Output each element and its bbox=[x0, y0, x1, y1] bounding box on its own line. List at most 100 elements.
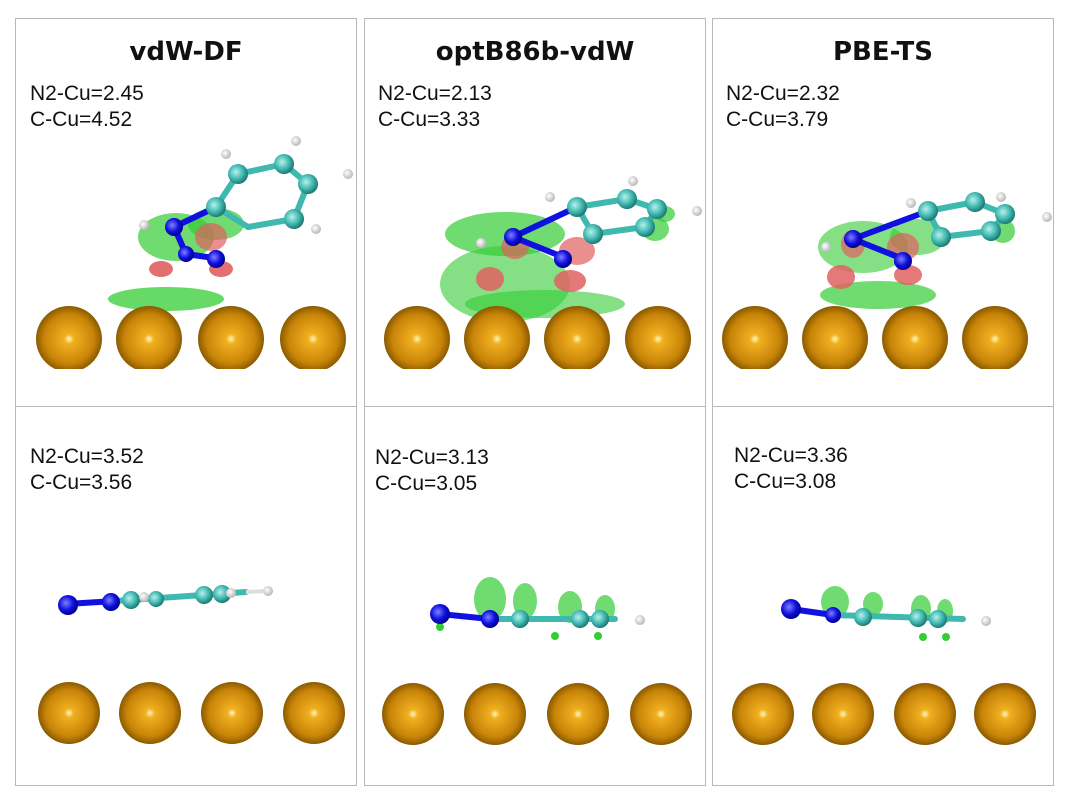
carbon-atom bbox=[583, 224, 603, 244]
carbon-atom bbox=[228, 164, 248, 184]
c-cu-distance: C-Cu=3.79 bbox=[726, 108, 829, 131]
top-distances: N2-Cu=2.13 C-Cu=3.33 bbox=[378, 81, 492, 133]
copper-atom bbox=[962, 306, 1028, 369]
hydrogen-atom bbox=[263, 586, 273, 596]
adsorption-structure-bottom bbox=[16, 539, 356, 749]
copper-atom bbox=[280, 306, 346, 369]
adsorption-structure-bottom bbox=[365, 539, 705, 749]
copper-atom bbox=[283, 682, 345, 744]
c-cu-distance: C-Cu=3.05 bbox=[375, 472, 478, 495]
carbon-atom bbox=[274, 154, 294, 174]
hydrogen-atom bbox=[996, 192, 1006, 202]
hydrogen-atom bbox=[343, 169, 353, 179]
nitrogen-atom bbox=[58, 595, 78, 615]
hydrogen-atom bbox=[821, 242, 831, 252]
hydrogen-atom bbox=[981, 616, 991, 626]
carbon-atom bbox=[931, 227, 951, 247]
hydrogen-atom bbox=[139, 220, 149, 230]
n2-cu-distance: N2-Cu=3.52 bbox=[30, 445, 144, 468]
carbon-atom bbox=[213, 585, 231, 603]
carbon-atom bbox=[929, 610, 947, 628]
copper-atom bbox=[116, 306, 182, 369]
bottom-distances: N2-Cu=3.13 C-Cu=3.05 bbox=[375, 445, 489, 497]
hydrogen-atom bbox=[1042, 212, 1052, 222]
hydrogen-atom bbox=[291, 136, 301, 146]
carbon-atom bbox=[995, 204, 1015, 224]
density-loss-lobe bbox=[827, 265, 855, 289]
density-gain-lobe bbox=[594, 632, 602, 640]
c-cu-distance: C-Cu=4.52 bbox=[30, 108, 133, 131]
density-loss-lobe bbox=[476, 267, 504, 291]
carbon-atom bbox=[148, 591, 164, 607]
carbon-atom bbox=[918, 201, 938, 221]
density-gain-lobe bbox=[513, 583, 537, 619]
c-cu-distance: C-Cu=3.33 bbox=[378, 108, 481, 131]
bottom-distances: N2-Cu=3.36 C-Cu=3.08 bbox=[734, 443, 848, 495]
nitrogen-atom bbox=[481, 610, 499, 628]
n2-cu-distance: N2-Cu=3.36 bbox=[734, 444, 848, 467]
hydrogen-atom bbox=[311, 224, 321, 234]
hydrogen-atom bbox=[545, 192, 555, 202]
carbon-atom bbox=[571, 610, 589, 628]
copper-atom bbox=[464, 306, 530, 369]
carbon-atom bbox=[617, 189, 637, 209]
copper-atom bbox=[802, 306, 868, 369]
density-loss-lobe bbox=[195, 223, 227, 251]
nitrogen-atom bbox=[554, 250, 572, 268]
hydrogen-atom bbox=[692, 206, 702, 216]
nitrogen-atom bbox=[178, 246, 194, 262]
copper-atom bbox=[630, 683, 692, 745]
copper-atom bbox=[547, 683, 609, 745]
n2-cu-distance: N2-Cu=2.13 bbox=[378, 82, 492, 105]
nitrogen-atom bbox=[430, 604, 450, 624]
carbon-atom bbox=[567, 197, 587, 217]
carbon-atom bbox=[909, 609, 927, 627]
copper-atom bbox=[544, 306, 610, 369]
nitrogen-atom bbox=[165, 218, 183, 236]
nitrogen-atom bbox=[844, 230, 862, 248]
copper-atom bbox=[722, 306, 788, 369]
panel-title: optB86b-vdW bbox=[435, 37, 635, 67]
copper-atom bbox=[812, 683, 874, 745]
density-gain-lobe bbox=[551, 632, 559, 640]
copper-atom bbox=[36, 306, 102, 369]
copper-atom bbox=[894, 683, 956, 745]
nitrogen-atom bbox=[781, 599, 801, 619]
top-distances: N2-Cu=2.45 C-Cu=4.52 bbox=[30, 81, 144, 133]
carbon-atom bbox=[647, 199, 667, 219]
adsorption-structure-top bbox=[713, 119, 1053, 369]
nitrogen-atom bbox=[894, 252, 912, 270]
carbon-atom bbox=[591, 610, 609, 628]
density-gain-lobe bbox=[108, 287, 224, 311]
panel-divider bbox=[713, 406, 1053, 407]
density-gain-lobe bbox=[919, 633, 927, 641]
carbon-atom bbox=[981, 221, 1001, 241]
carbon-atom bbox=[298, 174, 318, 194]
carbon-atom bbox=[511, 610, 529, 628]
copper-atom bbox=[201, 682, 263, 744]
density-loss-lobe bbox=[554, 270, 586, 292]
carbon-atom bbox=[206, 197, 226, 217]
copper-atom bbox=[119, 682, 181, 744]
copper-atom bbox=[384, 306, 450, 369]
panel-optb86b-vdw: optB86b-vdW N2-Cu=2.13 C-Cu=3.33 bbox=[364, 18, 706, 786]
carbon-atom bbox=[965, 192, 985, 212]
density-loss-lobe bbox=[149, 261, 173, 277]
adsorption-structure-top bbox=[16, 119, 356, 369]
n2-cu-distance: N2-Cu=3.13 bbox=[375, 446, 489, 469]
density-gain-lobe bbox=[820, 281, 936, 309]
adsorption-structure-bottom bbox=[713, 539, 1053, 749]
copper-atom bbox=[882, 306, 948, 369]
carbon-atom bbox=[122, 591, 140, 609]
nitrogen-atom bbox=[102, 593, 120, 611]
adsorption-structure-top bbox=[365, 119, 705, 369]
copper-atom bbox=[732, 683, 794, 745]
hydrogen-atom bbox=[221, 149, 231, 159]
panel-divider bbox=[365, 406, 705, 407]
hydrogen-atom bbox=[139, 592, 149, 602]
copper-atom bbox=[625, 306, 691, 369]
carbon-atom bbox=[195, 586, 213, 604]
nitrogen-atom bbox=[825, 607, 841, 623]
hydrogen-atom bbox=[635, 615, 645, 625]
hydrogen-atom bbox=[628, 176, 638, 186]
